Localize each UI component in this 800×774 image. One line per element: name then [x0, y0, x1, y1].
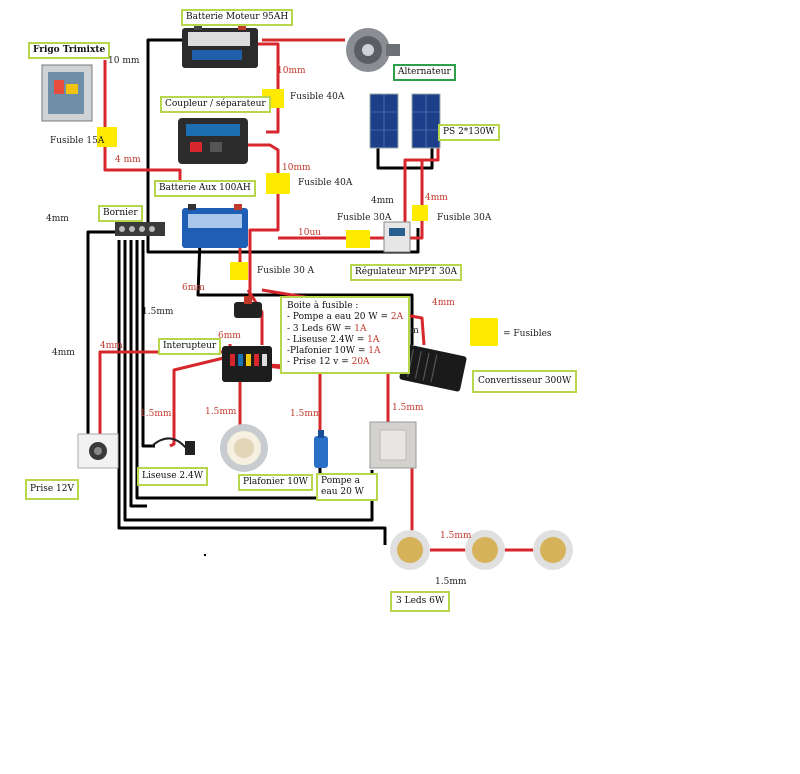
fuse-40a-2 [266, 173, 290, 194]
wire-4mm-conv-red: 4mm [432, 298, 455, 308]
wire-1-5mm-leds-2: 1.5mm [435, 577, 467, 587]
wire-1-5mm-pompe: 1.5mm [290, 409, 322, 419]
water-pump-drawing [314, 430, 328, 468]
alternator-label: Alternateur [393, 64, 456, 81]
fuse-30a-2 [412, 205, 428, 221]
wire-1-5mm-switch: 1.5mm [392, 403, 424, 413]
wire-4mm-frigo: 4 mm [115, 155, 141, 165]
fuse-30a-1-label: Fusible 30A [337, 213, 392, 223]
aux-battery-label: Batterie Aux 100AH [154, 180, 256, 197]
water-pump-label: Pompe a eau 20 W [316, 473, 378, 501]
fuse-30a-1 [346, 230, 370, 248]
legend-label: = Fusibles [503, 329, 552, 339]
wire-1-5mm-leds: 1.5mm [440, 531, 472, 541]
fuse-box-row: - 3 Leds 6W = 1A [287, 323, 367, 334]
fuse-box-row: -Plafonier 10W = 1A [287, 346, 381, 356]
fuse-box-row: - Pompe a eau 20 W = 2A [287, 312, 404, 323]
fridge-drawing [41, 64, 93, 122]
fridge-label: Frigo Trimixte [28, 42, 111, 59]
fuse-15a [97, 127, 117, 147]
fuse-30a-3-label: Fusible 30 A [257, 266, 315, 276]
switch-label: Interupteur [158, 338, 222, 355]
wire-1-5mm-liseuse: 1.5mm [140, 409, 172, 419]
fuse-40a-2-label: Fusible 40A [298, 178, 353, 188]
stray-dot [203, 553, 207, 557]
fuse-40a-1-label: Fusible 40A [290, 92, 345, 102]
wire-4mm-left-2: 4mm [52, 348, 75, 358]
wire-10mm-red-2: 10mm [282, 163, 311, 173]
fuse-30a-2-label: Fusible 30A [437, 213, 492, 223]
wire-10mm-top: 10 mm [108, 56, 140, 66]
negative-wires [86, 38, 434, 545]
fuse-box-row: - Liseuse 2.4W = 1A [287, 334, 380, 345]
fuse-30a-3 [230, 262, 248, 280]
wire-4mm-mppt: 4mm [371, 196, 394, 206]
wire-10mm-red-1: 10mm [277, 66, 306, 76]
leds-label: 3 Leds 6W [390, 591, 451, 612]
fuse-box-drawing [222, 346, 272, 382]
socket-label: Prise 12V [25, 479, 79, 500]
mppt-drawing [383, 221, 411, 253]
terminal-block-drawing [115, 222, 165, 236]
fuse-box-row: - Prise 12 v = 20A [287, 357, 370, 368]
aux-battery-drawing [182, 204, 248, 248]
coupler-drawing [178, 118, 248, 164]
wire-1-5mm-plafonier: 1.5mm [205, 407, 237, 417]
wire-6mm-b: 6mm [218, 331, 241, 341]
main-switch-drawing [234, 296, 262, 318]
fuse-box-note-title: Boite à fusible : [287, 301, 359, 311]
wall-switch-drawing [369, 421, 417, 469]
solar-panels-label: PS 2*130W [438, 124, 500, 141]
led-spots-drawing [390, 530, 573, 570]
alternator-drawing [346, 28, 400, 72]
water-pump-label-text: Pompe a eau 20 W [321, 476, 364, 497]
ceiling-light-drawing [220, 424, 268, 472]
solar-panels-drawing [369, 93, 441, 149]
inverter-label: Convertisseur 300W [472, 370, 578, 393]
wire-6mm-a: 6mm [182, 283, 205, 293]
engine-battery-label: Batterie Moteur 95AH [181, 9, 294, 26]
reading-lamp-label: Liseuse 2.4W [137, 467, 208, 486]
fuse-15a-label: Fusible 15A [50, 136, 105, 146]
legend-fuse-swatch [470, 318, 498, 346]
wire-1-5mm-vertical: 1.5mm [142, 307, 174, 317]
fuse-box-note: Boite à fusible : - Pompe a eau 20 W = 2… [280, 296, 411, 374]
wire-4mm-red: 4mm [100, 341, 123, 351]
coupler-label: Coupleur / séparateur [160, 96, 271, 113]
mppt-label: Régulateur MPPT 30A [350, 264, 462, 281]
wire-4mm-left: 4mm [46, 214, 69, 224]
socket-drawing [77, 433, 119, 469]
reading-lamp-drawing [151, 437, 195, 455]
terminal-block-label: Bornier [98, 205, 143, 222]
engine-battery-drawing [182, 24, 258, 68]
wire-10uu: 10uu [298, 228, 322, 238]
wire-4mm-panel: 4mm [425, 193, 448, 203]
ceiling-light-label: Plafonier 10W [238, 474, 313, 491]
